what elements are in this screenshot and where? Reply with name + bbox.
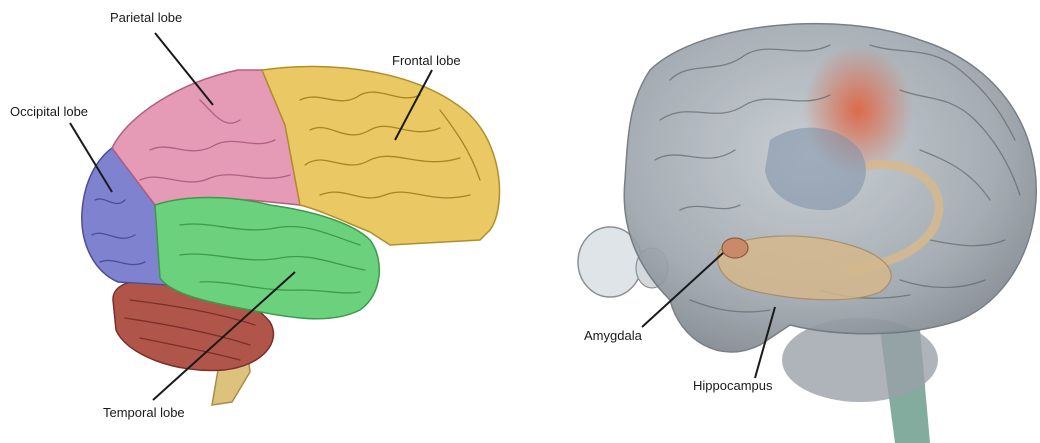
- amygdala-structure: [722, 238, 748, 258]
- parietal-lobe-label: Parietal lobe: [110, 10, 182, 25]
- amygdala-label: Amygdala: [584, 328, 642, 343]
- temporal-lobe-label: Temporal lobe: [103, 405, 185, 420]
- occipital-lobe-label: Occipital lobe: [10, 104, 88, 119]
- hippocampus-label: Hippocampus: [693, 378, 773, 393]
- left-brain-illustration: [82, 66, 500, 405]
- frontal-lobe-label: Frontal lobe: [392, 53, 461, 68]
- right-brain-illustration: [578, 24, 1036, 443]
